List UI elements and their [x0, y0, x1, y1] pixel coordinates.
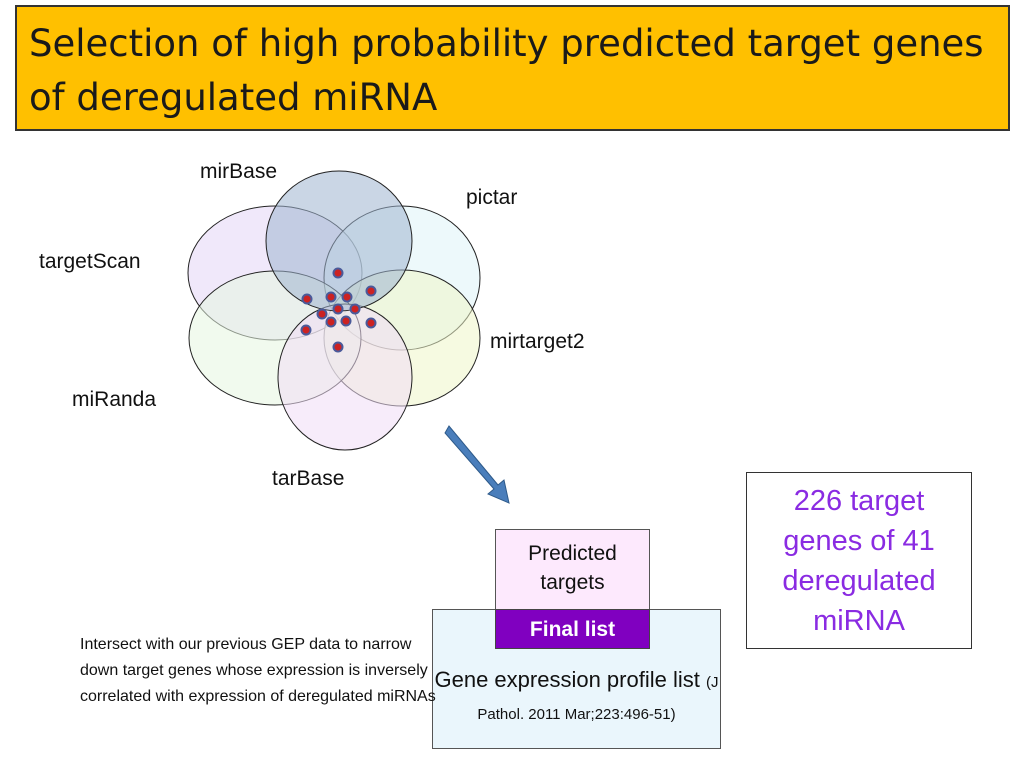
- venn-circle-mirbase: [265, 170, 413, 312]
- overlap-dot: [332, 341, 344, 353]
- predicted-targets-box: Predicted targets: [495, 529, 650, 610]
- label-mirtarget2: mirtarget2: [490, 330, 585, 353]
- overlap-dot: [332, 303, 344, 315]
- page-title: Selection of high probability predicted …: [29, 22, 984, 119]
- gene-expression-reference: (J Pathol. 2011 Mar;223:496-51): [477, 674, 719, 723]
- overlap-dot: [332, 267, 344, 279]
- overlap-dot: [301, 293, 313, 305]
- down-arrow-icon: [444, 425, 510, 504]
- label-pictar: pictar: [466, 186, 518, 209]
- overlap-dot: [365, 317, 377, 329]
- label-mirbase: mirBase: [200, 160, 278, 183]
- label-miranda: miRanda: [72, 388, 157, 411]
- overlap-dot: [341, 291, 353, 303]
- overlap-dot: [365, 285, 377, 297]
- final-list-box: Final list: [495, 609, 650, 649]
- note-text: Intersect with our previous GEP data to …: [80, 636, 436, 705]
- label-targetscan: targetScan: [39, 250, 141, 273]
- gene-expression-title: Gene expression profile list: [434, 667, 700, 692]
- overlap-dot: [340, 315, 352, 327]
- overlap-dot: [325, 316, 337, 328]
- result-text: 226 target genes of 41 deregulated miRNA: [782, 484, 936, 637]
- overlap-dot: [349, 303, 361, 315]
- gene-expression-label: Gene expression profile list (J Pathol. …: [433, 665, 720, 729]
- label-tarbase: tarBase: [272, 467, 345, 490]
- overlap-dot: [325, 291, 337, 303]
- overlap-dot: [316, 308, 328, 320]
- overlap-dot: [300, 324, 312, 336]
- result-box: 226 target genes of 41 deregulated miRNA: [746, 472, 972, 649]
- gene-expression-box: Gene expression profile list (J Pathol. …: [432, 609, 721, 749]
- title-banner: Selection of high probability predicted …: [15, 5, 1010, 131]
